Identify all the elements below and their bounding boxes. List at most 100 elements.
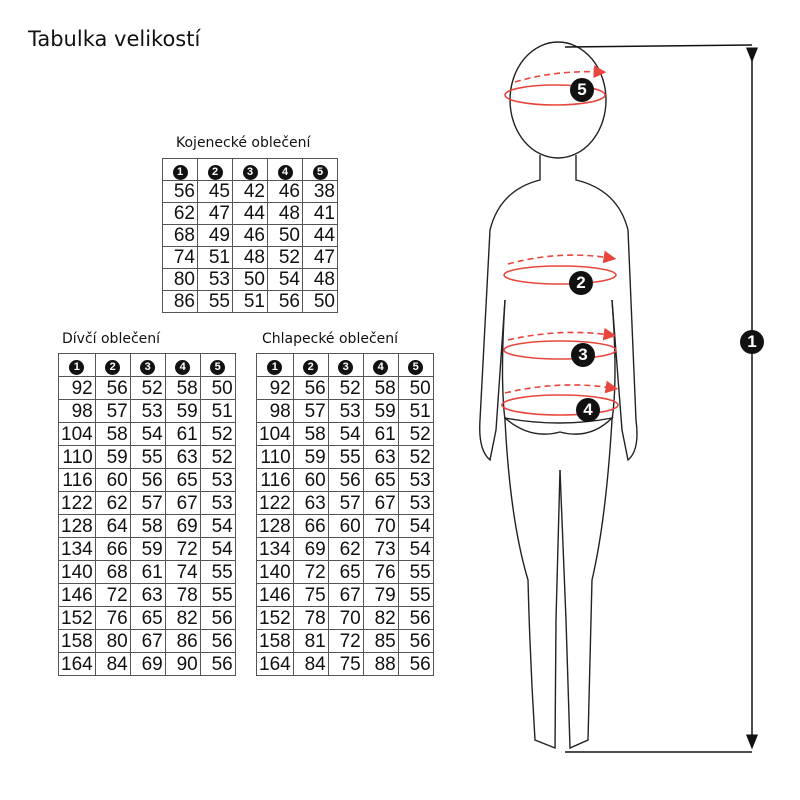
table-cell: 50	[267, 224, 303, 247]
table-cell: 59	[362, 399, 399, 423]
column-header: 3	[129, 353, 166, 377]
table-cell: 53	[199, 491, 236, 515]
column-header: 5	[302, 158, 338, 181]
circled-number-icon: 4	[277, 164, 293, 180]
table-cell: 54	[129, 422, 166, 446]
table-cell: 46	[232, 224, 268, 247]
table-cell: 55	[397, 583, 434, 607]
table-cell: 55	[129, 445, 166, 469]
table-cell: 116	[58, 468, 96, 492]
table-cell: 122	[58, 491, 96, 515]
header-row: 1 2 3 4 5	[256, 353, 434, 377]
table-cell: 50	[302, 290, 338, 313]
height-measure-line	[564, 44, 758, 753]
circled-number-icon: 1	[69, 360, 85, 375]
table-cell: 51	[397, 399, 434, 423]
table-cell: 53	[397, 468, 434, 492]
table-cell: 128	[256, 514, 294, 538]
table-cell: 84	[94, 652, 131, 676]
table-cell: 52	[199, 422, 236, 446]
column-header: 1	[58, 353, 96, 377]
table-cell: 51	[232, 290, 268, 313]
circled-number-icon: 3	[338, 360, 354, 375]
table-cell: 98	[58, 399, 96, 423]
table-cell: 55	[199, 560, 236, 584]
table-cell: 68	[94, 560, 131, 584]
table-cell: 82	[362, 606, 399, 630]
table-cell: 60	[94, 468, 131, 492]
circled-number-icon: 2	[207, 164, 223, 180]
table-cell: 116	[256, 468, 294, 492]
table-cell: 63	[129, 583, 166, 607]
circled-number-icon: 2	[303, 360, 319, 375]
table-cell: 70	[362, 514, 399, 538]
table-cell: 140	[256, 560, 294, 584]
table-cell: 158	[256, 629, 294, 653]
body-outline	[479, 41, 638, 750]
table-cell: 164	[58, 652, 96, 676]
table-cell: 67	[129, 629, 166, 653]
circled-number-icon: 3	[242, 164, 258, 180]
circled-number-icon: 4	[175, 360, 191, 375]
table-cell: 58	[164, 376, 201, 400]
table-cell: 51	[197, 246, 233, 269]
table-cell: 146	[256, 583, 294, 607]
table-cell: 45	[197, 180, 233, 203]
table-cell: 92	[256, 376, 294, 400]
table-cell: 53	[397, 491, 434, 515]
table-cell: 57	[94, 399, 131, 423]
table-cell: 75	[327, 652, 364, 676]
table-cell: 52	[267, 246, 303, 269]
table-cell: 50	[199, 376, 236, 400]
circled-number-icon: 5	[408, 360, 424, 375]
table-cell: 72	[292, 560, 329, 584]
baby-table-caption: Kojenecké oblečení	[176, 135, 311, 151]
table-cell: 56	[199, 606, 236, 630]
table-cell: 58	[292, 422, 329, 446]
table-cell: 53	[199, 468, 236, 492]
table-cell: 66	[94, 537, 131, 561]
table-cell: 56	[199, 629, 236, 653]
table-cell: 54	[199, 537, 236, 561]
table-cell: 56	[397, 629, 434, 653]
table-cell: 54	[199, 514, 236, 538]
table-cell: 65	[129, 606, 166, 630]
table-cell: 110	[58, 445, 96, 469]
table-cell: 122	[256, 491, 294, 515]
table-cell: 88	[362, 652, 399, 676]
marker-4-hips: 4	[576, 398, 600, 422]
column-header: 1	[256, 353, 294, 377]
circled-number-icon: 4	[373, 360, 389, 375]
marker-2-chest: 2	[569, 271, 593, 295]
table-cell: 69	[292, 537, 329, 561]
circled-number-icon: 1	[267, 360, 283, 375]
table-cell: 57	[327, 491, 364, 515]
table-cell: 58	[129, 514, 166, 538]
table-cell: 56	[94, 376, 131, 400]
table-cell: 140	[58, 560, 96, 584]
table-cell: 51	[199, 399, 236, 423]
table-cell: 65	[164, 468, 201, 492]
table-cell: 80	[94, 629, 131, 653]
table-cell: 70	[327, 606, 364, 630]
table-cell: 50	[397, 376, 434, 400]
measurement-arrows	[501, 65, 619, 416]
table-cell: 53	[327, 399, 364, 423]
table-cell: 56	[199, 652, 236, 676]
